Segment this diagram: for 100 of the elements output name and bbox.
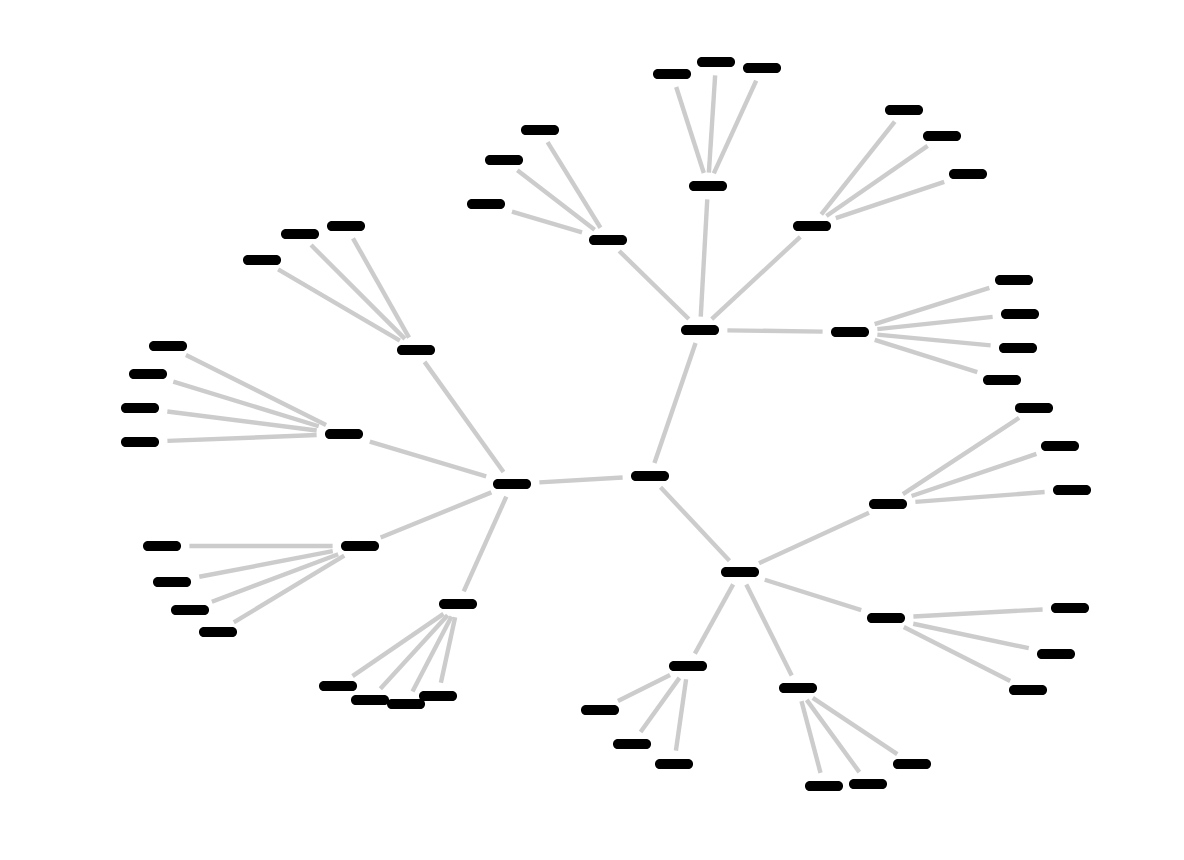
connector-line (698, 199, 710, 317)
bar-node (653, 69, 691, 79)
connector-line (835, 179, 945, 221)
bar-node (983, 375, 1021, 385)
connector-line (616, 673, 672, 703)
bar-node (397, 344, 435, 355)
bar-node (849, 778, 887, 789)
bar-node (589, 235, 627, 245)
bar-node (867, 613, 905, 623)
connector-line (910, 451, 1038, 499)
connector-line (673, 678, 689, 751)
bar-node (689, 181, 727, 191)
connector-line (804, 698, 862, 774)
connector-line (511, 209, 583, 235)
bar-node (885, 105, 923, 115)
connector-line (351, 612, 445, 678)
bar-node (869, 499, 907, 509)
bar-node (493, 478, 531, 489)
bar-node (793, 221, 831, 231)
bar-node (121, 436, 159, 447)
connector-line (232, 553, 346, 625)
connector-line (901, 415, 1021, 496)
bar-node (143, 540, 181, 551)
bar-node (697, 57, 735, 67)
connector-line (744, 583, 794, 677)
connector-line (877, 314, 993, 332)
bar-node (281, 229, 319, 239)
bar-node (779, 682, 817, 693)
connector-line (369, 439, 487, 479)
bar-node (439, 598, 477, 609)
connector-line (758, 510, 870, 566)
connector-line (674, 86, 706, 174)
connector-line (410, 615, 454, 693)
bar-node (1037, 648, 1075, 659)
bar-node (1051, 602, 1089, 613)
connector-line (167, 409, 317, 433)
connector-line (877, 332, 991, 348)
bar-node (341, 540, 379, 551)
bar-node (149, 341, 187, 351)
connector-line (727, 328, 823, 334)
connector-line (711, 79, 759, 175)
bar-node (467, 199, 505, 209)
bar-node (243, 255, 281, 265)
connector-line (658, 485, 732, 563)
connector-line (638, 676, 682, 734)
connector-line (277, 267, 401, 343)
bar-node (129, 369, 167, 379)
bar-node (721, 566, 759, 577)
connector-line (652, 342, 698, 464)
connector-line (706, 75, 718, 173)
bar-node (325, 428, 363, 439)
bar-node (655, 758, 693, 769)
connector-line (819, 120, 897, 216)
bar-node (1041, 441, 1079, 451)
bar-node (631, 470, 669, 481)
connector-line (710, 235, 802, 321)
bar-node (949, 169, 987, 179)
bar-node (319, 680, 357, 691)
bar-node (153, 577, 191, 587)
connector-line (516, 168, 596, 232)
bar-node (581, 704, 619, 715)
connector-line (379, 490, 493, 540)
connector-line (874, 337, 978, 375)
bar-node (1053, 485, 1091, 495)
bar-node (1001, 308, 1039, 319)
connector-line (172, 379, 320, 429)
bar-node (681, 325, 719, 335)
connector-line (189, 543, 333, 549)
connector-line (184, 353, 328, 427)
connector-line (811, 695, 899, 756)
connector-line (799, 700, 823, 774)
bar-node (387, 698, 425, 709)
connector-line (461, 495, 509, 593)
connector-line (617, 249, 691, 321)
connector-line (902, 625, 1012, 683)
bar-node (999, 342, 1037, 353)
bar-node (171, 604, 209, 615)
bar-node (805, 780, 843, 791)
connector-line (438, 616, 458, 684)
connector-line (912, 621, 1030, 651)
connector-line (874, 285, 990, 327)
connector-line (378, 613, 450, 691)
bar-node (121, 403, 159, 413)
bar-node (923, 131, 961, 141)
bar-node (1015, 403, 1053, 413)
bar-node (743, 63, 781, 73)
connector-line (167, 432, 317, 444)
connector-line (545, 141, 603, 229)
connector-line (309, 243, 407, 341)
bar-node (327, 221, 365, 231)
bar-node (485, 155, 523, 165)
bar-node (351, 694, 389, 705)
connector-line (825, 144, 929, 218)
bar-node (995, 275, 1033, 285)
connector-line (198, 549, 334, 579)
connector-line (913, 607, 1043, 619)
bar-node (831, 327, 869, 337)
bar-node (669, 660, 707, 671)
connector-line (915, 489, 1045, 505)
connector-line (422, 360, 506, 474)
